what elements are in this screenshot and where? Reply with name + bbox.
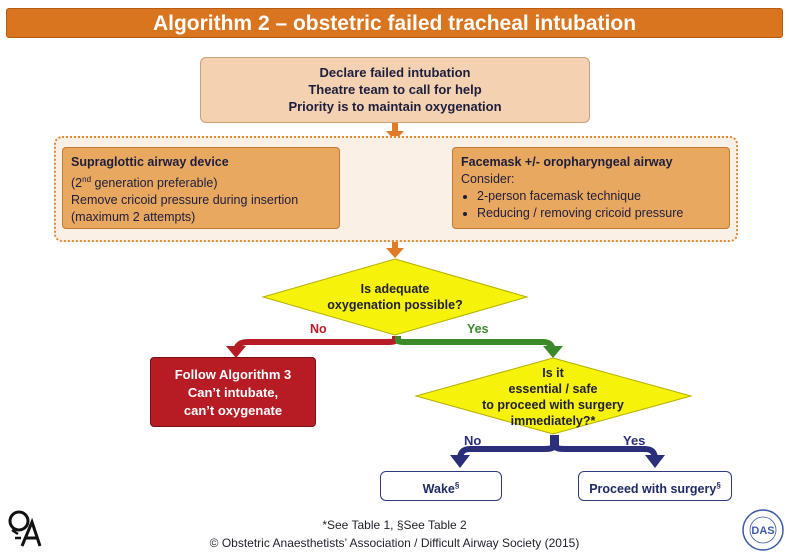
facemask-heading: Facemask +/- oropharyngeal airway xyxy=(461,155,673,169)
das-seal-icon: DAS xyxy=(742,509,784,551)
sad-heading: Supraglottic airway device xyxy=(71,155,229,169)
wake-box: Wake§ xyxy=(380,471,502,501)
sad-line-1: (2nd generation preferable) xyxy=(71,175,218,191)
declare-failed-intubation-box: Declare failed intubation Theatre team t… xyxy=(200,57,590,123)
supraglottic-airway-box: Supraglottic airway device (2nd generati… xyxy=(62,147,340,229)
arrow-yes-to-decision2 xyxy=(395,336,563,358)
arrow-yes-to-proceed xyxy=(553,435,665,468)
oaa-logo-icon xyxy=(8,510,42,547)
declare-line-3: Priority is to maintain oxygenation xyxy=(288,99,502,114)
arrow-no-to-algorithm3 xyxy=(226,336,398,358)
arrow-no-to-wake xyxy=(450,435,556,468)
arrow-options-to-decision xyxy=(386,242,404,258)
decision1-yes-label: Yes xyxy=(467,322,489,336)
decision2-yes-label: Yes xyxy=(623,433,646,448)
decision1-text: Is adequate oxygenation possible? xyxy=(327,282,463,312)
facemask-consider: Consider: xyxy=(461,172,515,186)
page-title: Algorithm 2 – obstetric failed tracheal … xyxy=(6,8,783,38)
facemask-box: Facemask +/- oropharyngeal airway Consid… xyxy=(452,147,730,229)
decision-surgery-diamond xyxy=(414,357,693,435)
copyright: © Obstetric Anaesthetists’ Association /… xyxy=(209,536,580,550)
facemask-item: 2-person facemask technique xyxy=(477,188,721,205)
declare-line-1: Declare failed intubation xyxy=(319,65,471,80)
decision2-text: Is it essential / safe to proceed with s… xyxy=(482,366,624,428)
decision-oxygenation-diamond xyxy=(261,258,529,336)
svg-text:DAS: DAS xyxy=(751,525,774,537)
sad-line-2: Remove cricoid pressure during insertion xyxy=(71,193,299,208)
decision2-no-label: No xyxy=(464,433,482,448)
sad-line-3: (maximum 2 attempts) xyxy=(71,210,196,225)
footnote: *See Table 1, §See Table 2 xyxy=(322,518,467,532)
follow-algorithm-3-box: Follow Algorithm 3 Can’t intubate, can’t… xyxy=(150,357,316,427)
facemask-item: Reducing / removing cricoid pressure xyxy=(477,205,721,222)
decision1-no-label: No xyxy=(310,322,327,336)
proceed-with-surgery-box: Proceed with surgery§ xyxy=(578,471,732,501)
declare-line-2: Theatre team to call for help xyxy=(308,82,482,97)
